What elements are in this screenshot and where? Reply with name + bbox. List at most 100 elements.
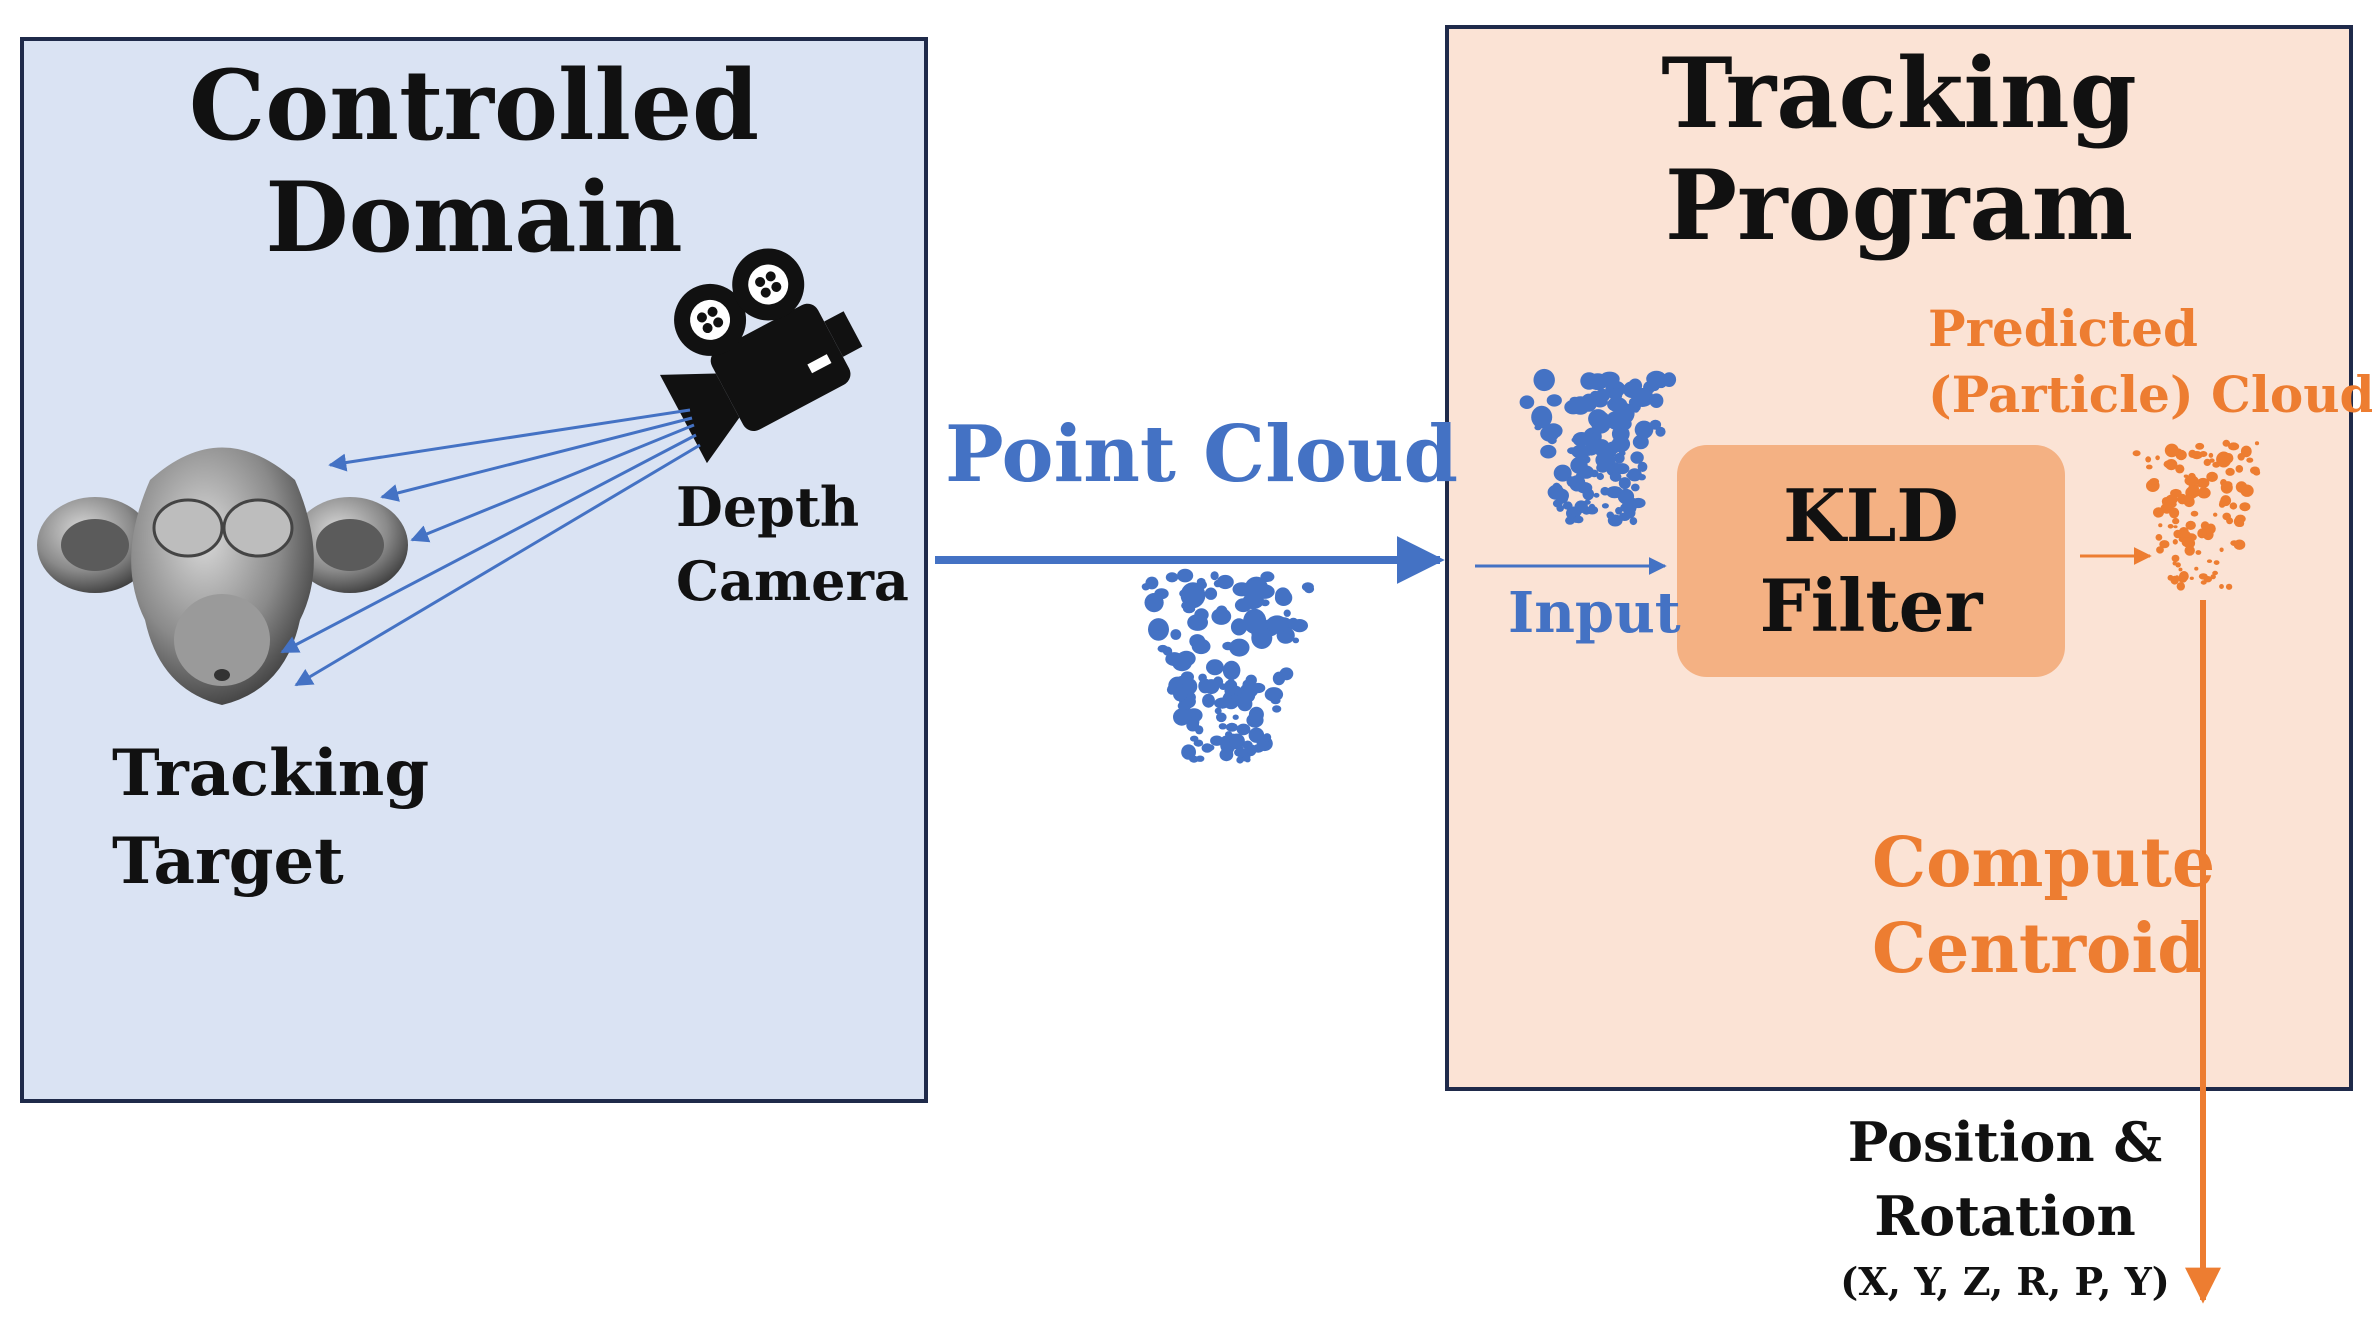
cloud-blob — [1287, 617, 1299, 630]
cloud-blob — [1232, 714, 1239, 720]
cloud-blob — [1301, 582, 1314, 592]
particle-cloud-icon — [2132, 439, 2261, 591]
cloud-blob — [1182, 678, 1198, 695]
filter-label-line: Filter — [1759, 563, 1983, 648]
cloud-blob — [2197, 487, 2211, 499]
cloud-blob — [1531, 405, 1553, 429]
cloud-blob — [2212, 461, 2221, 468]
cloud-blob — [1519, 395, 1535, 410]
cloud-blob — [2209, 458, 2215, 463]
cloud-blob — [1564, 399, 1583, 415]
cloud-blob — [2159, 540, 2170, 549]
cloud-blob — [1260, 571, 1275, 582]
cloud-blob — [1230, 694, 1239, 701]
cloud-blob — [1198, 673, 1207, 682]
cloud-blob — [1157, 644, 1169, 653]
cloud-blob — [1607, 397, 1628, 412]
cloud-blob — [1165, 572, 1179, 583]
cloud-blob — [1230, 618, 1248, 636]
cloud-blob — [2224, 453, 2234, 464]
cloud-blob — [2167, 524, 2174, 529]
cloud-blob — [1244, 757, 1251, 763]
cloud-blob — [1210, 735, 1224, 746]
cloud-blob — [1590, 469, 1599, 478]
cloud-blob — [2189, 576, 2194, 580]
cloud-blob — [1593, 439, 1611, 457]
cloud-blob — [1556, 504, 1564, 512]
label-line: Depth — [676, 475, 860, 539]
cloud-blob — [2164, 443, 2179, 458]
cloud-blob — [1629, 517, 1638, 526]
cloud-blob — [1553, 464, 1572, 482]
label-line: Camera — [676, 549, 909, 613]
cloud-blob — [2254, 468, 2260, 475]
cloud-blob — [1216, 574, 1234, 590]
cloud-blob — [1206, 744, 1215, 751]
controlled-domain-title: Controlled Domain — [20, 50, 928, 274]
cloud-blob — [2173, 529, 2182, 539]
cloud-blob — [1583, 455, 1591, 464]
cloud-blob — [1173, 653, 1187, 664]
cloud-blob — [1272, 705, 1282, 713]
cloud-blob — [2185, 520, 2196, 531]
title-line: Domain — [265, 161, 683, 274]
cloud-blob — [2219, 547, 2224, 553]
cloud-blob — [1237, 696, 1253, 712]
cloud-blob — [1234, 747, 1248, 758]
monkey-head-icon — [37, 447, 408, 705]
cloud-blob — [1232, 582, 1252, 597]
cloud-blob — [2206, 471, 2218, 482]
cloud-blob — [1564, 501, 1572, 508]
cloud-blob — [1649, 393, 1664, 409]
cloud-blob — [2206, 559, 2213, 563]
cloud-blob — [1227, 678, 1235, 685]
cloud-blob — [1571, 444, 1590, 459]
cloud-blob — [1566, 476, 1577, 487]
cloud-blob — [2196, 477, 2210, 489]
cloud-blob — [1215, 697, 1230, 709]
cloud-blob — [1572, 517, 1580, 523]
cloud-blob — [2212, 570, 2219, 576]
cloud-blob — [2176, 582, 2185, 591]
cloud-blob — [1632, 405, 1640, 413]
cloud-blob — [1544, 423, 1563, 439]
cloud-blob — [1216, 712, 1227, 723]
title-line: Program — [1664, 149, 2134, 262]
cloud-blob — [1222, 641, 1234, 651]
cloud-blob — [2173, 525, 2178, 529]
coords-line: (X, Y, Z, R, P, Y) — [1840, 1259, 2170, 1304]
cloud-blob — [1247, 599, 1260, 609]
cloud-blob — [2172, 561, 2177, 566]
cloud-blob — [1263, 733, 1272, 742]
cloud-blob — [1149, 577, 1156, 583]
cloud-blob — [2225, 583, 2233, 590]
cloud-blob — [1575, 472, 1583, 480]
cloud-blob — [1266, 615, 1289, 634]
cloud-blob — [2146, 464, 2153, 470]
cloud-blob — [1189, 716, 1200, 728]
cloud-blob — [2239, 502, 2251, 512]
cloud-blob — [1596, 472, 1605, 481]
cloud-blob — [2158, 523, 2163, 528]
cloud-blob — [1236, 723, 1251, 736]
cloud-blob — [1599, 371, 1620, 387]
cloud-blob — [1283, 609, 1291, 617]
cloud-blob — [1606, 511, 1615, 520]
cloud-blob — [2200, 580, 2207, 585]
video-camera-icon — [659, 248, 863, 464]
cloud-blob — [2177, 493, 2188, 505]
cloud-blob — [1585, 449, 1593, 456]
cloud-blob — [1609, 471, 1622, 482]
cloud-blob — [2181, 537, 2193, 548]
depth-camera-label: Depth Camera — [676, 470, 909, 618]
cloud-blob — [1225, 731, 1233, 739]
cloud-blob — [1204, 587, 1218, 600]
input-label: Input — [1508, 580, 1681, 646]
cloud-blob — [1229, 735, 1243, 750]
cloud-blob — [2237, 453, 2245, 461]
cloud-blob — [1242, 740, 1253, 750]
label-line: Tracking — [112, 736, 430, 811]
point-cloud-icon — [1141, 568, 1315, 764]
cloud-blob — [1637, 461, 1648, 472]
cloud-blob — [1606, 486, 1623, 499]
